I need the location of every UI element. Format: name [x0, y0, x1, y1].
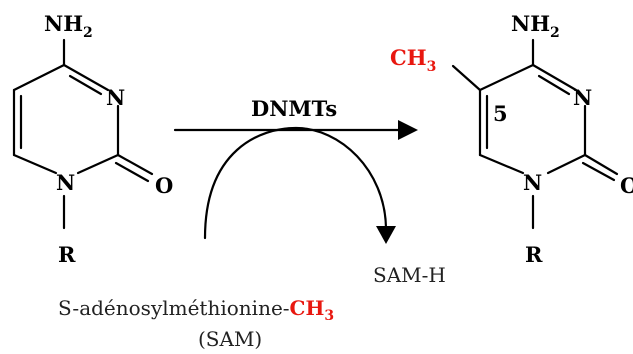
reactant-ring-bonds — [12, 38, 154, 230]
product-nh2-label: NH2 — [511, 11, 560, 41]
reactant-r-label: R — [58, 242, 76, 267]
arrowhead-curved — [376, 226, 396, 244]
product-n1-label: N — [523, 170, 543, 195]
reactant-n1-label: N — [56, 170, 76, 195]
cofactor-name: S-adénosylméthionine-CH3 — [58, 296, 335, 324]
reactant-n3-label: N — [106, 85, 126, 110]
arrowhead-main — [398, 120, 418, 140]
product-ring-bonds — [451, 38, 619, 230]
product-r-label: R — [525, 242, 543, 267]
reactant-nh2-label: NH2 — [44, 11, 93, 41]
enzyme-label: DNMTs — [251, 96, 338, 121]
cofactor-methyl: CH3 — [289, 296, 335, 324]
product-o-label: O — [620, 173, 633, 198]
cofactor-abbrev: (SAM) — [198, 327, 263, 351]
product-methyl-label: CH3 — [390, 45, 437, 75]
reaction-arrow-bonds — [173, 126, 402, 240]
reactant-o-label: O — [155, 173, 174, 198]
product-c5-position-label: 5 — [493, 101, 508, 126]
byproduct-label: SAM-H — [373, 263, 446, 287]
product-n3-label: N — [573, 85, 593, 110]
cofactor-prefix: S-adénosylméthionine- — [58, 296, 290, 320]
